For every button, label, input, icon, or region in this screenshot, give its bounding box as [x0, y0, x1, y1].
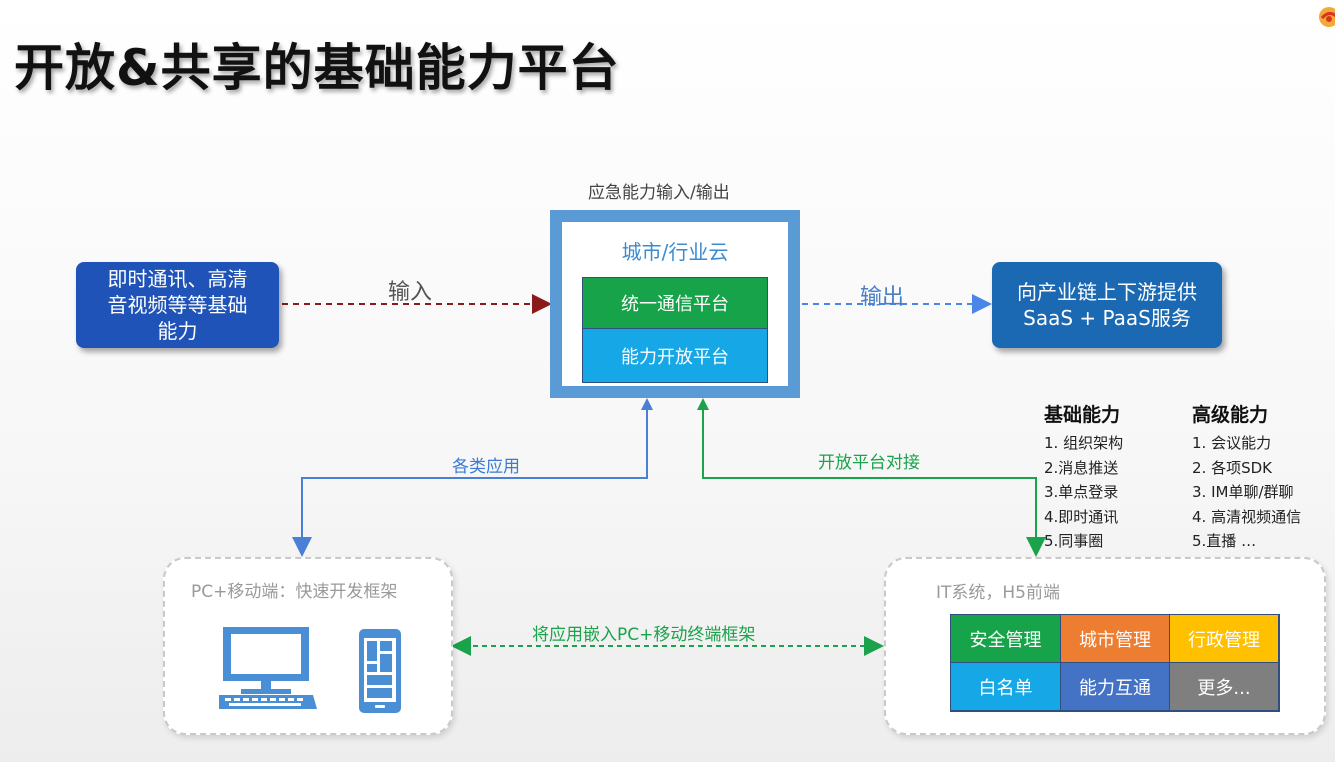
it-module-whitelist: 白名单	[951, 663, 1061, 711]
advanced-item: 2. 各项SDK	[1192, 458, 1272, 477]
it-module-city: 城市管理	[1061, 615, 1170, 663]
advanced-heading: 高级能力	[1192, 404, 1269, 426]
embed-link-label: 将应用嵌入PC+移动终端框架	[532, 625, 756, 645]
left-link-arrow	[292, 402, 648, 557]
left-link-label: 各类应用	[452, 457, 520, 477]
advanced-item: 5.直播 …	[1192, 532, 1257, 550]
cloud-platform-box: 城市/行业云 统一通信平台 能力开放平台	[550, 210, 800, 398]
desktop-computer-icon	[219, 627, 317, 709]
pc-mobile-framework-box: PC+移动端：快速开发框架	[163, 557, 453, 735]
basic-capabilities: 基础能力 1. 组织架构 2.消息推送 3.单点登录 4.即时通讯 5.同事圈	[1044, 400, 1123, 554]
capability-open-platform: 能力开放平台	[583, 329, 767, 382]
right-link-arrow	[702, 402, 1046, 557]
top-label: 应急能力输入/输出	[588, 183, 730, 203]
basic-item: 2.消息推送	[1044, 458, 1119, 477]
advanced-item: 1. 会议能力	[1192, 434, 1272, 452]
input-box-line2: 音视频等等基础	[107, 293, 248, 317]
advanced-item: 4. 高清视频通信	[1192, 507, 1302, 526]
pc-box-title: PC+移动端：快速开发框架	[191, 582, 398, 602]
output-box-line2: SaaS + PaaS服务	[1023, 306, 1191, 330]
output-service-box: 向产业链上下游提供 SaaS + PaaS服务	[992, 262, 1222, 348]
input-box-line3: 能力	[157, 319, 198, 343]
input-box-line1: 即时通讯、高清	[107, 267, 248, 291]
basic-item: 4.即时通讯	[1044, 507, 1119, 526]
right-link-label: 开放平台对接	[818, 453, 920, 473]
it-module-more: 更多...	[1170, 663, 1279, 711]
page-title: 开放&共享的基础能力平台	[14, 39, 620, 97]
right-link-arrowhead-top	[697, 398, 709, 410]
mobile-phone-icon	[359, 629, 401, 713]
basic-heading: 基础能力	[1044, 404, 1121, 426]
basic-item: 5.同事圈	[1044, 532, 1104, 550]
cloud-title: 城市/行业云	[621, 240, 729, 264]
it-module-grid: 安全管理 城市管理 行政管理 白名单 能力互通 更多...	[950, 614, 1280, 712]
it-module-interop: 能力互通	[1061, 663, 1170, 711]
advanced-capabilities: 高级能力 1. 会议能力 2. 各项SDK 3. IM单聊/群聊 4. 高清视频…	[1192, 400, 1301, 554]
left-link-arrowhead-top	[641, 398, 653, 410]
basic-item: 1. 组织架构	[1044, 434, 1124, 452]
advanced-item: 3. IM单聊/群聊	[1192, 483, 1294, 501]
cloud-inner-stack: 统一通信平台 能力开放平台	[582, 277, 768, 383]
unified-communication-platform: 统一通信平台	[583, 278, 767, 329]
output-box-line1: 向产业链上下游提供	[1017, 280, 1197, 304]
input-arrow-label: 输入	[388, 280, 433, 305]
it-module-safety: 安全管理	[951, 615, 1061, 663]
output-arrow-label: 输出	[860, 285, 905, 310]
basic-item: 3.单点登录	[1044, 483, 1119, 501]
it-module-admin: 行政管理	[1170, 615, 1279, 663]
it-box-title: IT系统，H5前端	[936, 583, 1060, 603]
input-capability-box: 即时通讯、高清 音视频等等基础 能力	[76, 262, 279, 348]
